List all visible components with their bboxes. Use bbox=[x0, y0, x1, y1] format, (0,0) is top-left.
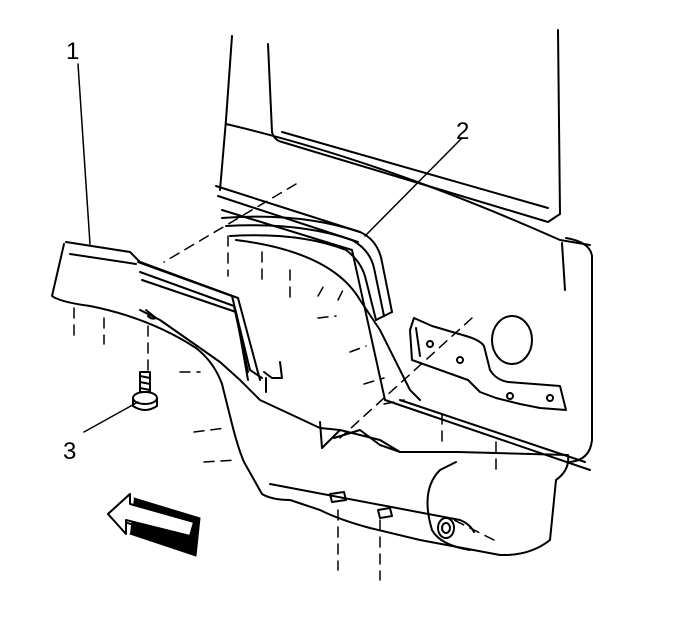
wheel-flare bbox=[221, 215, 421, 401]
callout-1: 1 bbox=[66, 38, 80, 65]
alignment-lines bbox=[73, 183, 497, 581]
splash-shield bbox=[51, 241, 570, 557]
callout-3: 3 bbox=[63, 438, 77, 465]
fastener bbox=[132, 371, 158, 411]
callout-2: 2 bbox=[456, 118, 470, 145]
leader-lines bbox=[77, 63, 463, 433]
inner-bracket bbox=[409, 315, 567, 411]
arrow-left-icon bbox=[107, 493, 201, 557]
vehicle-body bbox=[215, 29, 593, 471]
